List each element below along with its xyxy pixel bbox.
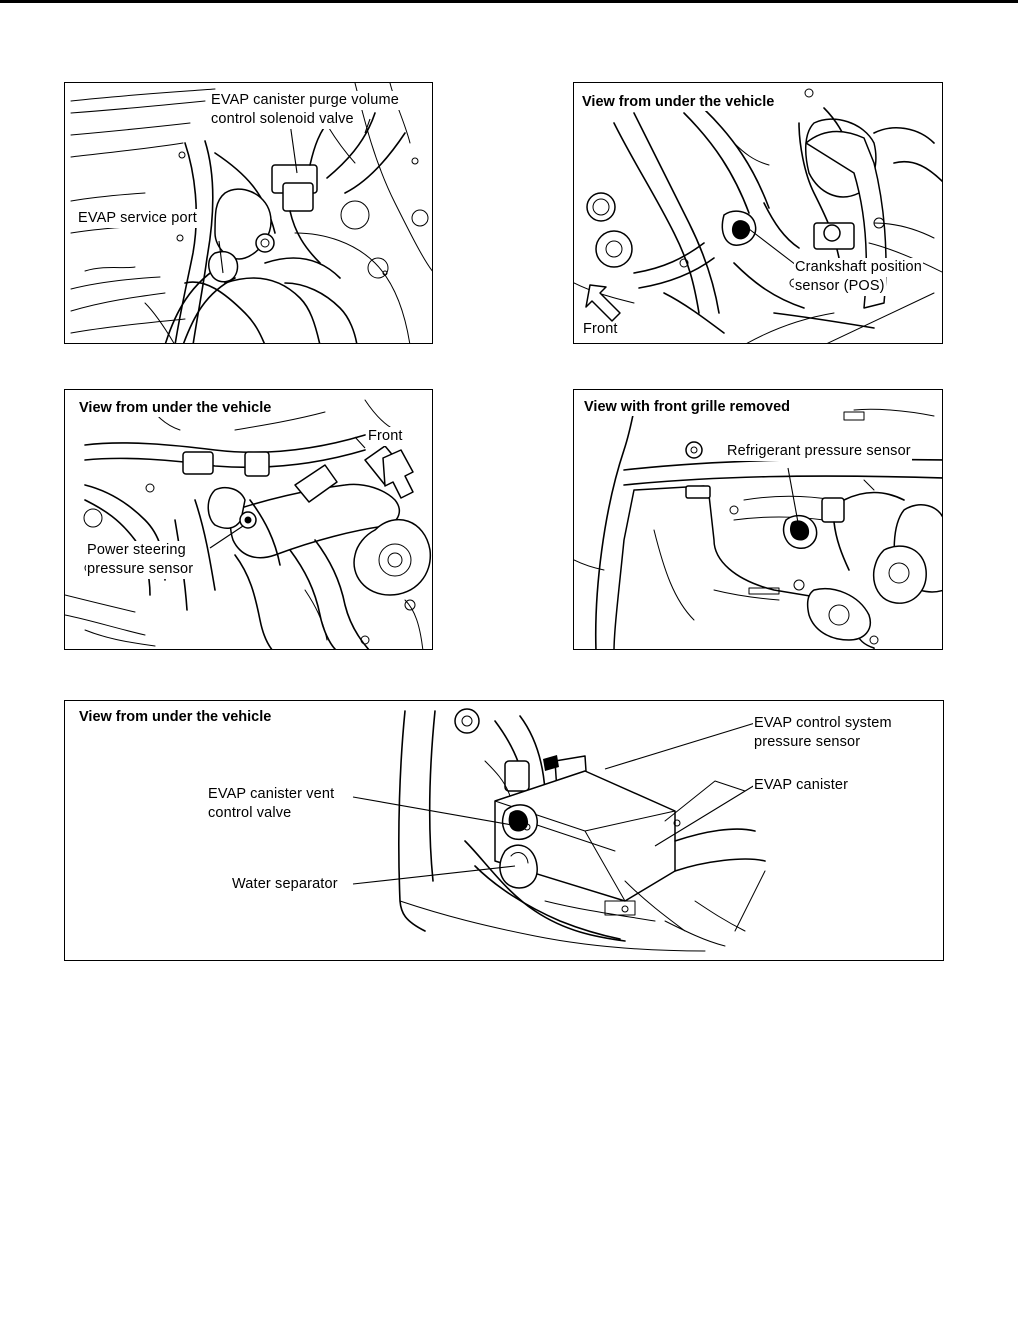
title-view-front-grille-removed: View with front grille removed (582, 398, 792, 416)
page-top-rule (0, 0, 1018, 3)
label-evap-canister: EVAP canister (753, 776, 850, 795)
label-service-port: EVAP service port (77, 209, 198, 228)
figure-power-steering-sensor: View from under the vehicle Front Power … (64, 389, 433, 650)
label-purge-valve-line2: control solenoid valve (210, 110, 355, 129)
underbody-drawing-crankshaft (574, 88, 942, 343)
title-view-under-vehicle-5: View from under the vehicle (77, 708, 274, 726)
label-evap-pressure-line2: pressure sensor (753, 733, 862, 752)
label-front: Front (583, 321, 618, 337)
label-vent-valve-line1: EVAP canister vent (207, 785, 336, 804)
label-crank-line1: Crankshaft position (794, 258, 923, 277)
label-crank-line2: sensor (POS) (794, 277, 886, 296)
label-purge-valve-line1: EVAP canister purge volume (210, 91, 400, 110)
underbody-drawing-power-steering (65, 399, 431, 649)
figure-crankshaft-sensor: View from under the vehicle Crankshaft p… (573, 82, 943, 344)
title-view-under-vehicle-3: View from under the vehicle (77, 399, 274, 417)
figure-evap-purge-valve: EVAP canister purge volume control solen… (64, 82, 433, 344)
front-grille-drawing (574, 408, 942, 649)
figure-refrigerant-sensor: View with front grille removed Refrigera… (573, 389, 943, 650)
label-evap-pressure-line1: EVAP control system (753, 714, 893, 733)
label-ps-line2: pressure sensor (86, 560, 195, 579)
title-view-under-vehicle: View from under the vehicle (580, 93, 777, 111)
evap-canister-drawing (352, 708, 766, 952)
label-vent-valve-line2: control valve (207, 804, 293, 823)
label-refrigerant-sensor: Refrigerant pressure sensor (726, 442, 912, 461)
figure-evap-canister: View from under the vehicle EVAP control… (64, 700, 944, 961)
label-water-separator: Water separator (231, 875, 339, 894)
label-ps-line1: Power steering (86, 541, 187, 560)
engine-bay-drawing (70, 83, 432, 343)
label-front-3: Front (367, 427, 404, 446)
